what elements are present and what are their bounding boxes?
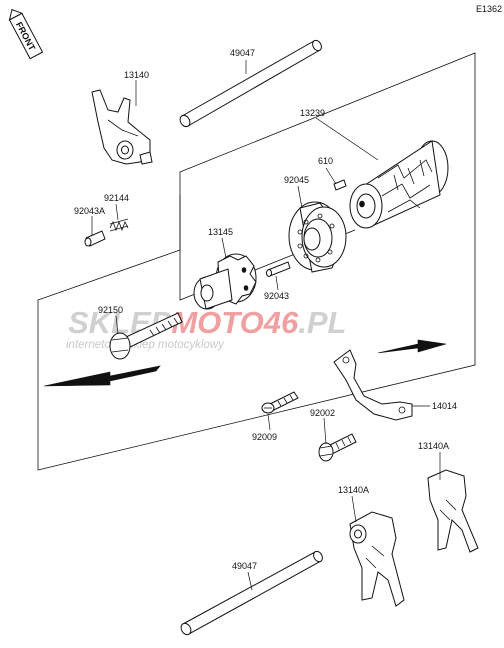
label-13145: 13145: [208, 227, 233, 237]
shift-fork-13140: [91, 89, 153, 165]
label-13239: 13239: [300, 108, 325, 118]
shift-fork-13140a-right: [427, 469, 479, 553]
direction-arrow-right: [377, 339, 447, 354]
label-49047-lower: 49047: [232, 561, 257, 571]
label-13140a-right: 13140A: [418, 441, 449, 451]
shift-drum: [349, 140, 449, 229]
label-92002: 92002: [310, 408, 335, 418]
screw-92009: [261, 391, 299, 414]
leader-lines: [91, 60, 441, 591]
label-49047-upper: 49047: [230, 48, 255, 58]
label-92045: 92045: [284, 175, 309, 185]
bolt-92150: [109, 312, 183, 360]
watermark-red: MOTO46: [171, 305, 299, 340]
label-13140a-left: 13140A: [338, 485, 369, 495]
label-92043a: 92043A: [74, 206, 105, 216]
front-direction-tag: FRONT: [8, 8, 44, 60]
watermark: SKLEPMOTO46.PL internetowy sklep motocyk…: [66, 305, 347, 351]
label-14014: 14014: [432, 401, 457, 411]
label-13140: 13140: [124, 70, 149, 80]
plate-14014: [333, 349, 413, 421]
shift-fork-13140a-left: [349, 511, 405, 607]
watermark-suffix: .PL: [298, 305, 346, 340]
label-610: 610: [318, 156, 333, 166]
cam-13145: [193, 253, 257, 310]
label-92043: 92043: [264, 291, 289, 301]
label-92144: 92144: [104, 193, 129, 203]
pin-610: [333, 179, 347, 191]
shift-rod-lower: [180, 550, 323, 636]
part-labels: 49047 13140 13239 610 92045 92144 92043A…: [74, 48, 457, 571]
bearing-92045: [288, 201, 347, 273]
diagram-code: E1362: [476, 4, 502, 14]
pin-92043: [266, 261, 291, 277]
spring-92144: [109, 218, 129, 232]
label-92150: 92150: [98, 305, 123, 315]
bolt-92002: [318, 433, 357, 462]
direction-arrow-left: [43, 365, 161, 387]
pin-92043a: [84, 230, 106, 247]
label-92009: 92009: [252, 432, 277, 442]
shift-rod-upper: [179, 39, 322, 128]
watermark-tagline: internetowy sklep motocyklowy: [66, 339, 225, 351]
